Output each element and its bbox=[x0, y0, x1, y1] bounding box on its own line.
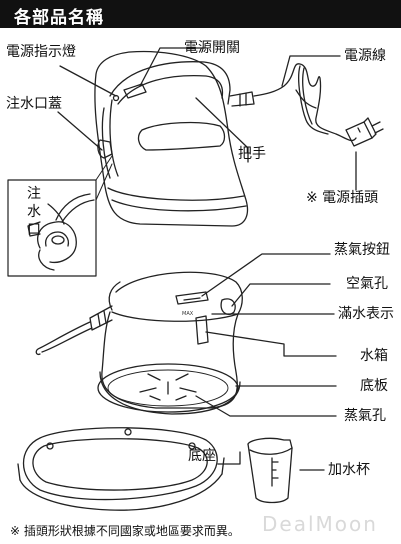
label-measuring-cup: 加水杯 bbox=[328, 462, 370, 478]
label-power-indicator: 電源指示燈 bbox=[6, 44, 76, 60]
label-power-switch: 電源開關 bbox=[184, 40, 240, 56]
watermark: DealMoon bbox=[262, 512, 378, 536]
stand-drawing bbox=[17, 427, 225, 511]
water-inlet-detail bbox=[27, 193, 95, 271]
label-steam-button: 蒸氣按鈕 bbox=[334, 242, 390, 258]
inset-char-1: 注 bbox=[27, 186, 41, 202]
steamer-side-view bbox=[89, 271, 243, 415]
label-water-tank: 水箱 bbox=[360, 348, 388, 364]
page-title: 各部品名稱 bbox=[14, 8, 104, 28]
inset-char-2: 水 bbox=[27, 204, 41, 220]
measuring-cup-drawing bbox=[247, 437, 293, 504]
label-steam-holes: 蒸氣孔 bbox=[344, 408, 386, 424]
label-full-water-mark: 滿水表示 bbox=[338, 306, 394, 322]
label-handle: 把手 bbox=[238, 146, 266, 162]
footnote: ※ 插頭形狀根據不同國家或地區要求而異。 bbox=[10, 524, 240, 538]
label-water-inlet-cover: 注水口蓋 bbox=[6, 96, 62, 112]
inset-char-3: 口 bbox=[27, 222, 41, 238]
label-power-cord: 電源線 bbox=[344, 48, 386, 64]
steamer-top-view bbox=[94, 50, 255, 227]
label-power-plug: ※ 電源插頭 bbox=[306, 190, 379, 206]
max-mark: MAX bbox=[182, 311, 194, 317]
label-air-hole: 空氣孔 bbox=[346, 276, 388, 292]
title-bar: 各部品名稱 bbox=[0, 0, 401, 28]
label-stand: 底座 bbox=[188, 448, 216, 464]
power-plug-drawing bbox=[345, 117, 384, 147]
label-base-plate: 底板 bbox=[360, 378, 388, 394]
